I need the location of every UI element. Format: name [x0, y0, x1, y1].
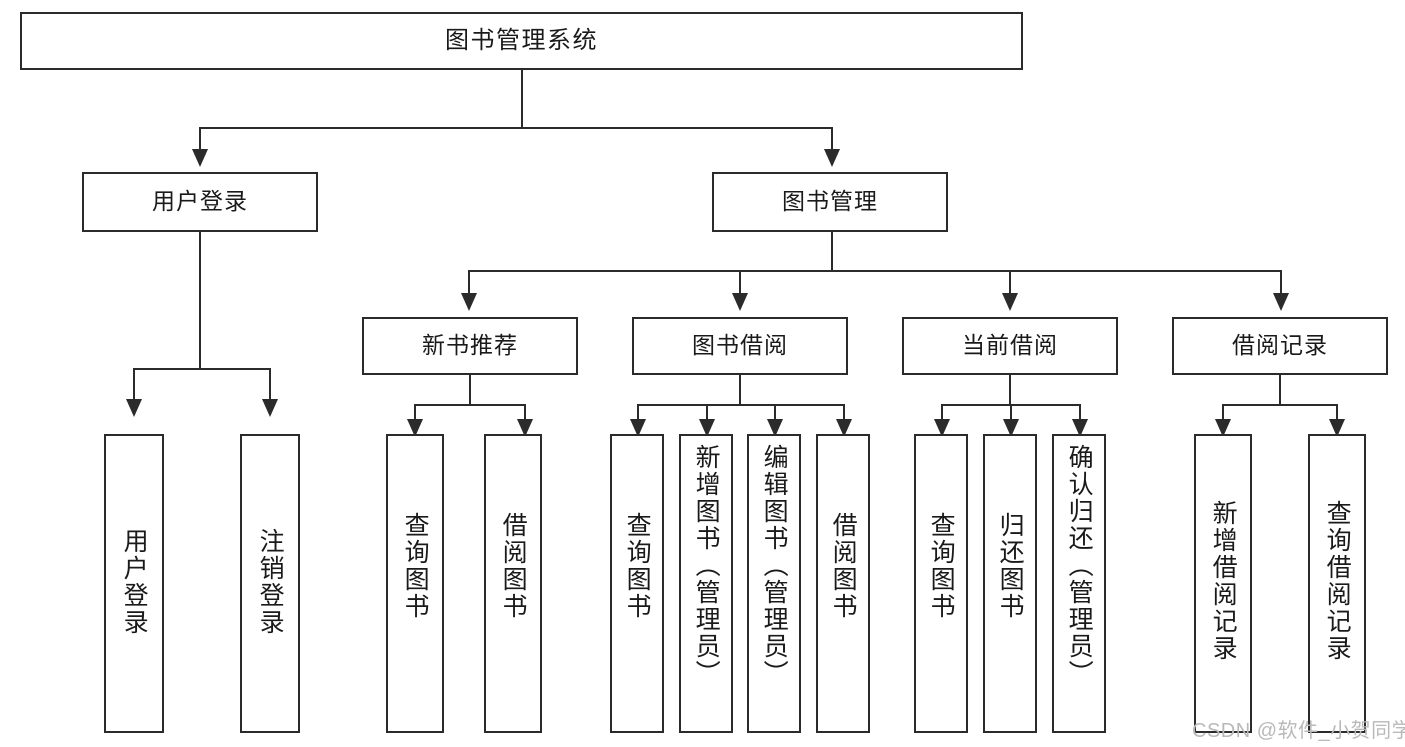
- node-current-borrow[interactable]: 当前借阅: [902, 317, 1118, 375]
- arrow-head-icon: [517, 419, 533, 437]
- leaf-borrow-query-book[interactable]: 查询图书: [610, 434, 664, 733]
- connector-bookmgmt-drop-1: [468, 270, 470, 294]
- node-root-system[interactable]: 图书管理系统: [20, 12, 1023, 70]
- arrow-head-icon: [1002, 293, 1018, 311]
- node-label: 确认归还（管理员）: [1065, 444, 1094, 687]
- connector-bookmgmt-drop-4: [1280, 270, 1282, 294]
- node-book-borrow[interactable]: 图书借阅: [632, 317, 848, 375]
- connector-root-drop-1: [199, 127, 201, 151]
- arrow-head-icon: [126, 399, 142, 417]
- connector-current-drop-2: [1010, 404, 1012, 420]
- connector-borrow-stem: [739, 375, 741, 405]
- leaf-borrow-add-book-admin[interactable]: 新增图书（管理员）: [679, 434, 733, 733]
- leaf-record-query-record[interactable]: 查询借阅记录: [1308, 434, 1366, 733]
- node-label: 图书管理: [782, 188, 878, 215]
- connector-borrow-drop-3: [774, 404, 776, 420]
- node-label: 新增图书（管理员）: [692, 444, 721, 687]
- connector-recommend-bus: [414, 404, 526, 406]
- leaf-user-login[interactable]: 用户登录: [104, 434, 164, 733]
- connector-recommend-drop-2: [524, 404, 526, 420]
- connector-userlogin-stem: [199, 232, 201, 369]
- node-label: 查询图书: [623, 512, 652, 620]
- arrow-head-icon: [262, 399, 278, 417]
- node-label: 查询图书: [401, 512, 430, 620]
- arrow-head-icon: [699, 419, 715, 437]
- node-label: 查询图书: [927, 512, 956, 620]
- leaf-record-add-record[interactable]: 新增借阅记录: [1194, 434, 1252, 733]
- node-label: 编辑图书（管理员）: [760, 444, 789, 687]
- leaf-current-confirm-return-admin[interactable]: 确认归还（管理员）: [1052, 434, 1106, 733]
- node-borrow-record[interactable]: 借阅记录: [1172, 317, 1388, 375]
- connector-current-drop-1: [941, 404, 943, 420]
- connector-recommend-stem: [469, 375, 471, 405]
- leaf-current-query-book[interactable]: 查询图书: [914, 434, 968, 733]
- node-user-login[interactable]: 用户登录: [82, 172, 318, 232]
- node-label: 借阅图书: [499, 512, 528, 620]
- leaf-current-return-book[interactable]: 归还图书: [983, 434, 1037, 733]
- arrow-head-icon: [1003, 419, 1019, 437]
- leaf-borrow-edit-book-admin[interactable]: 编辑图书（管理员）: [747, 434, 801, 733]
- node-label: 图书管理系统: [445, 26, 598, 54]
- connector-current-drop-3: [1079, 404, 1081, 420]
- node-label: 查询借阅记录: [1323, 500, 1352, 662]
- connector-bookmgmt-stem: [831, 232, 833, 272]
- node-label: 归还图书: [996, 512, 1025, 620]
- connector-record-drop-2: [1336, 404, 1338, 420]
- leaf-borrow-borrow-book[interactable]: 借阅图书: [816, 434, 870, 733]
- connector-borrow-drop-2: [706, 404, 708, 420]
- connector-record-bus: [1222, 404, 1338, 406]
- arrow-head-icon: [1072, 419, 1088, 437]
- node-label: 新书推荐: [422, 332, 518, 359]
- node-label: 借阅图书: [829, 512, 858, 620]
- arrow-head-icon: [1215, 419, 1231, 437]
- node-label: 借阅记录: [1232, 332, 1328, 359]
- connector-current-stem: [1009, 375, 1011, 405]
- csdn-watermark: CSDN @软件_小贺同学: [1192, 720, 1405, 742]
- connector-bookmgmt-drop-3: [1009, 270, 1011, 294]
- node-label: 图书借阅: [692, 332, 788, 359]
- leaf-recommend-borrow-book[interactable]: 借阅图书: [484, 434, 542, 733]
- connector-bookmgmt-bus: [468, 270, 1282, 272]
- connector-borrow-drop-1: [637, 404, 639, 420]
- node-new-book-recommend[interactable]: 新书推荐: [362, 317, 578, 375]
- connector-root-bus: [199, 127, 833, 129]
- arrow-head-icon: [630, 419, 646, 437]
- connector-userlogin-drop-1: [133, 368, 135, 400]
- connector-borrow-bus: [637, 404, 845, 406]
- connector-borrow-drop-4: [843, 404, 845, 420]
- connector-root-drop-2: [831, 127, 833, 151]
- node-label: 注销登录: [256, 528, 285, 636]
- arrow-head-icon: [407, 419, 423, 437]
- arrow-head-icon: [824, 149, 840, 167]
- arrow-head-icon: [461, 293, 477, 311]
- node-book-management[interactable]: 图书管理: [712, 172, 948, 232]
- arrow-head-icon: [836, 419, 852, 437]
- connector-bookmgmt-drop-2: [739, 270, 741, 294]
- node-label: 用户登录: [152, 188, 248, 215]
- arrow-head-icon: [934, 419, 950, 437]
- node-label: 新增借阅记录: [1209, 500, 1238, 662]
- node-label: 当前借阅: [962, 332, 1058, 359]
- leaf-logout[interactable]: 注销登录: [240, 434, 300, 733]
- arrow-head-icon: [1329, 419, 1345, 437]
- arrow-head-icon: [1273, 293, 1289, 311]
- connector-userlogin-drop-2: [269, 368, 271, 400]
- connector-record-stem: [1279, 375, 1281, 405]
- connector-userlogin-bus: [133, 368, 271, 370]
- arrow-head-icon: [767, 419, 783, 437]
- leaf-recommend-query-book[interactable]: 查询图书: [386, 434, 444, 733]
- connector-recommend-drop-1: [414, 404, 416, 420]
- connector-record-drop-1: [1222, 404, 1224, 420]
- node-label: 用户登录: [120, 528, 149, 636]
- connector-root-stem: [521, 70, 523, 128]
- arrow-head-icon: [732, 293, 748, 311]
- arrow-head-icon: [192, 149, 208, 167]
